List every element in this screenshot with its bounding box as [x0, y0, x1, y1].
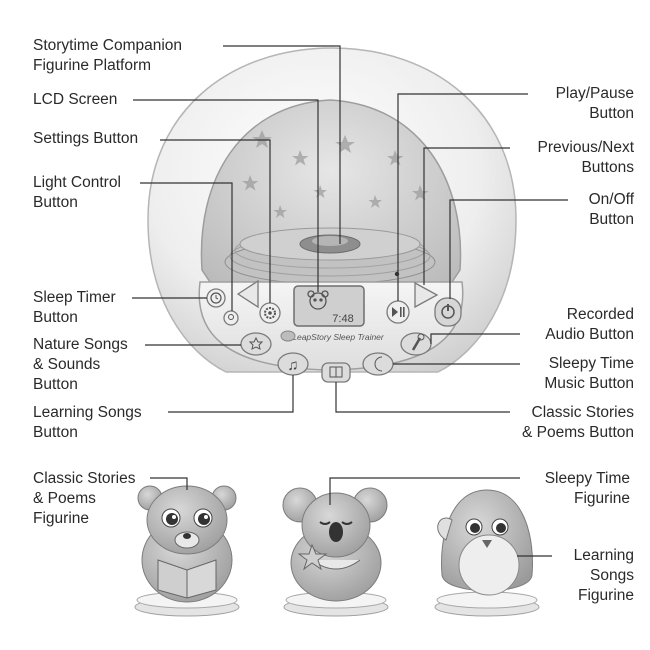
play-pause-icon: [392, 307, 398, 317]
play-pause-button[interactable]: [386, 271, 410, 324]
lcd-time: 7:48: [332, 313, 353, 325]
gear-icon: [264, 307, 276, 319]
light-control-button[interactable]: [223, 310, 239, 326]
sleepy-time-music-button[interactable]: [362, 352, 394, 376]
sleepy-time-figurine-label: Sleepy Time Figurine: [544, 470, 630, 507]
bear-icon: [134, 485, 240, 617]
light-control-button-label: Light Control Button: [33, 174, 121, 211]
lcd-screen-label: LCD Screen: [33, 91, 118, 108]
classic-stories-button[interactable]: [321, 362, 351, 383]
device-icon: 7:48 LeapStory Sleep Trainer: [147, 47, 517, 383]
bear-face-lcd-icon: [307, 290, 329, 310]
sleep-timer-button-label: Sleep Timer Button: [33, 289, 116, 326]
microphone-icon: [411, 337, 422, 351]
moon-icon: [374, 356, 383, 372]
brand-text: LeapStory Sleep Trainer: [292, 332, 385, 342]
learning-songs-figurine-label: Learning Songs Figurine: [573, 547, 634, 604]
music-note-icon: ♫: [287, 357, 298, 374]
bulb-icon: [228, 314, 234, 320]
clock-icon: [210, 292, 222, 304]
brand-logo: [280, 330, 296, 342]
nature-icon: [248, 336, 264, 350]
penguin-icon: [434, 489, 540, 617]
star-projection-icon: [242, 130, 429, 218]
nature-songs-button-label: Nature Songs & Sounds Button: [33, 336, 128, 393]
settings-button-label: Settings Button: [33, 130, 139, 147]
next-button[interactable]: [414, 281, 439, 309]
storytime-platform-label: Storytime Companion Figurine Platform: [33, 37, 183, 74]
previous-button[interactable]: [236, 279, 259, 309]
settings-button[interactable]: [259, 302, 281, 324]
play-pause-button-label: Play/Pause Button: [555, 85, 634, 122]
recorded-audio-button-label: Recorded Audio Button: [545, 306, 634, 343]
sleepy-time-music-button-label: Sleepy Time Music Button: [544, 355, 634, 392]
koala-icon: [282, 487, 389, 617]
leader-lines: [132, 45, 568, 557]
classic-stories-figurine-label: Classic Stories & Poems Figurine: [33, 470, 136, 527]
previous-next-buttons-label: Previous/Next Buttons: [537, 139, 634, 176]
learning-songs-button-label: Learning Songs Button: [33, 404, 142, 441]
classic-stories-button-label: Classic Stories & Poems Button: [521, 404, 634, 441]
on-off-button[interactable]: [434, 297, 462, 327]
nature-songs-button[interactable]: [240, 332, 272, 356]
learning-songs-button[interactable]: ♫: [277, 352, 309, 376]
recorded-audio-button[interactable]: [400, 332, 432, 356]
on-off-button-label: On/Off Button: [588, 191, 634, 228]
figurine-platform: [224, 227, 436, 285]
sleep-timer-button[interactable]: [206, 288, 226, 308]
